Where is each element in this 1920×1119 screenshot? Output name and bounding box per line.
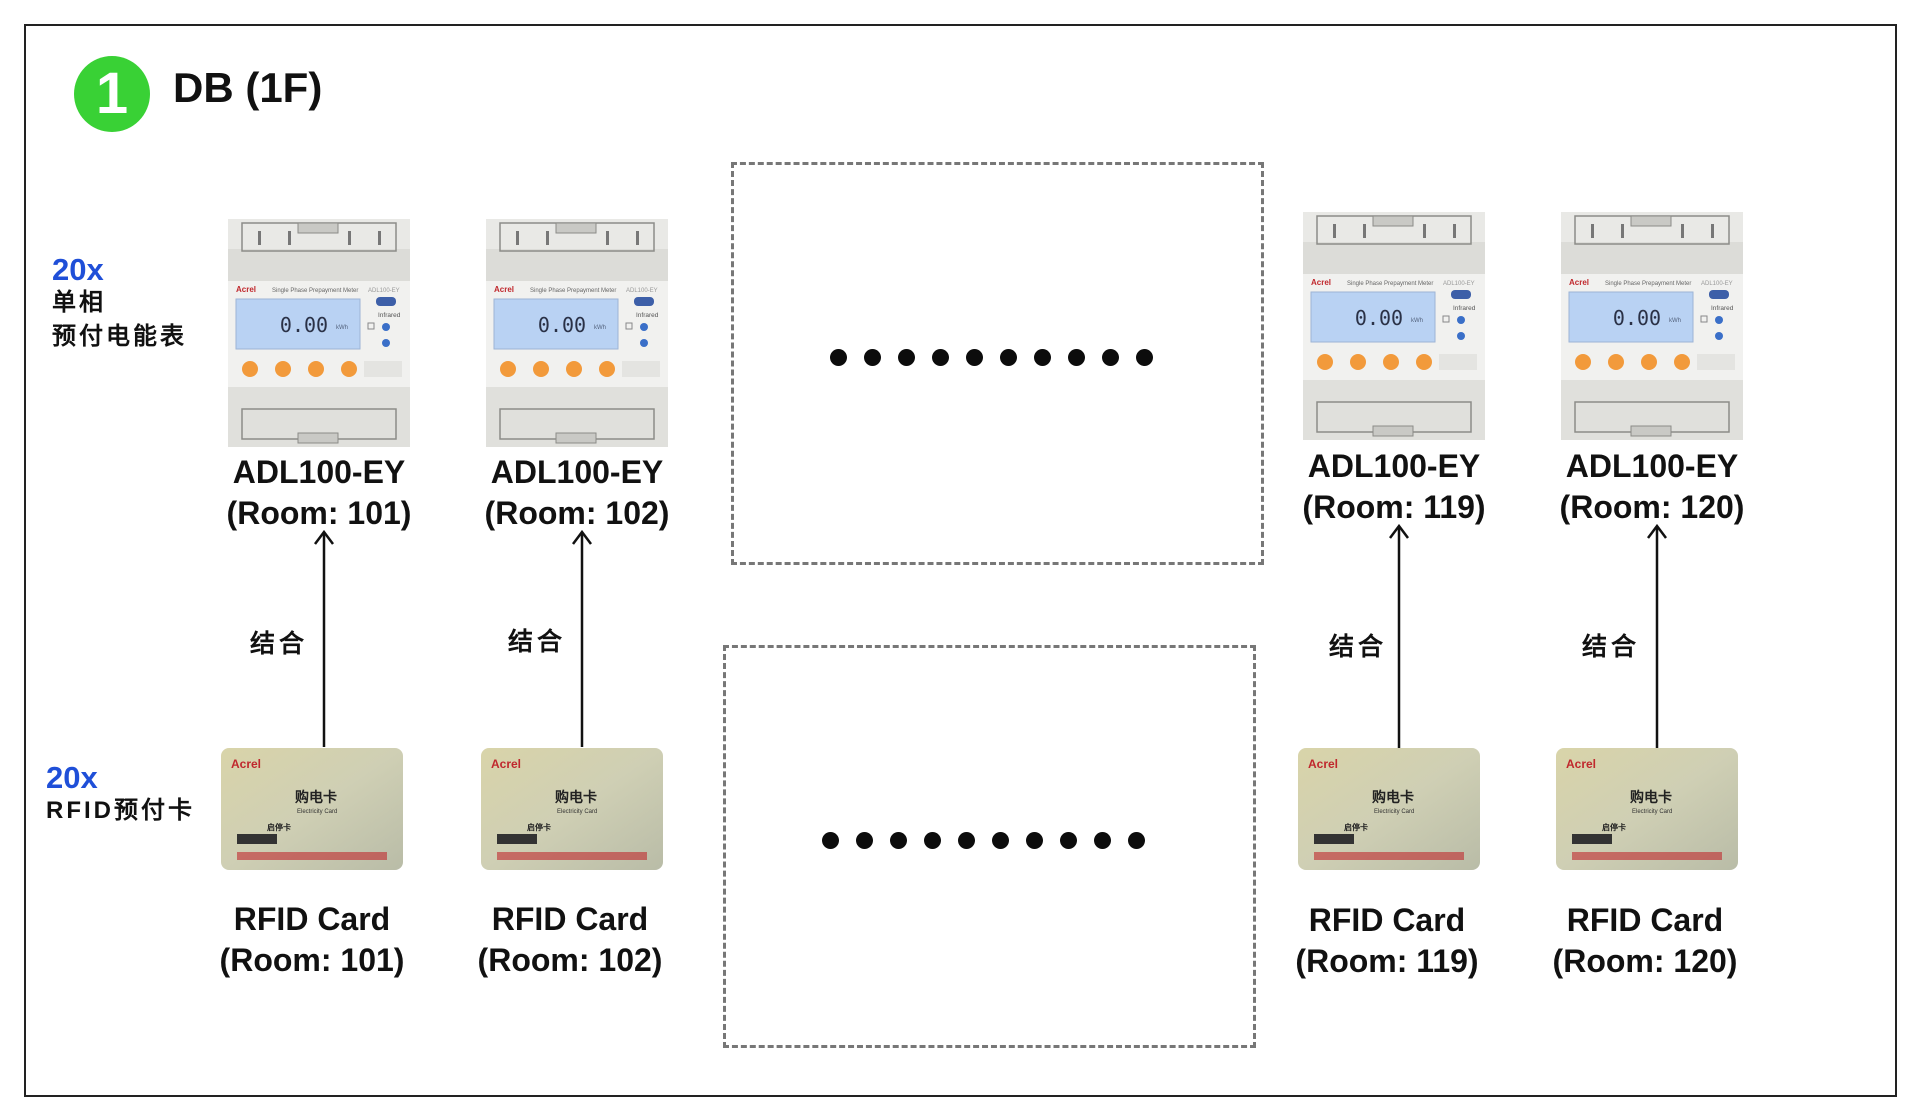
svg-text:Single Phase Prepayment Meter: Single Phase Prepayment Meter: [272, 288, 358, 294]
svg-text:0.00: 0.00: [280, 313, 328, 337]
card-room-label: (Room: 101): [219, 942, 405, 978]
arrow-up-icon: [1389, 524, 1409, 748]
svg-text:Acrel: Acrel: [1308, 757, 1338, 771]
svg-text:Infrared: Infrared: [636, 312, 659, 319]
svg-text:Acrel: Acrel: [494, 285, 514, 294]
meter-room-label: (Room: 101): [226, 495, 412, 531]
svg-text:启停卡: 启停卡: [1602, 822, 1626, 832]
meter-room-120: Acrel Single Phase Prepayment Meter ADL1…: [1561, 212, 1743, 440]
card-name-label: RFID Card: [233, 901, 391, 937]
card-name-label: RFID Card: [1308, 902, 1466, 938]
svg-text:购电卡: 购电卡: [295, 789, 337, 806]
connector-label: 结合: [250, 630, 309, 658]
svg-text:Single Phase Prepayment Meter: Single Phase Prepayment Meter: [1347, 281, 1433, 287]
rfid-card-room-102: Acrel 购电卡 Electricity Card 启停卡: [481, 748, 663, 870]
svg-text:Acrel: Acrel: [1311, 278, 1331, 287]
svg-text:Electricity Card: Electricity Card: [1632, 809, 1672, 815]
connector-label: 结合: [1329, 633, 1388, 661]
svg-text:Single Phase Prepayment Meter: Single Phase Prepayment Meter: [1605, 281, 1691, 287]
meter-model-label: ADL100-EY: [232, 454, 406, 490]
svg-text:Electricity Card: Electricity Card: [297, 809, 337, 815]
svg-text:Acrel: Acrel: [1569, 278, 1589, 287]
svg-text:Acrel: Acrel: [1566, 757, 1596, 771]
card-room-label: (Room: 120): [1552, 943, 1738, 979]
arrow-up-icon: [1647, 524, 1667, 748]
svg-text:Electricity Card: Electricity Card: [557, 809, 597, 815]
card-room-label: (Room: 119): [1295, 943, 1479, 979]
arrow-up-icon: [572, 530, 592, 747]
svg-text:kWh: kWh: [336, 325, 348, 331]
meters-type-line2: 预付电能表: [52, 323, 187, 350]
meter-illustration: Acrel Single Phase Prepayment Meter ADL1…: [1303, 212, 1485, 440]
cards-type-line1: RFID预付卡: [46, 797, 195, 824]
meters-type-line1: 单相: [52, 289, 106, 316]
card-illustration: Acrel 购电卡 Electricity Card 启停卡: [481, 748, 663, 870]
svg-text:Acrel: Acrel: [491, 757, 521, 771]
meter-model-label: ADL100-EY: [1565, 448, 1739, 484]
rfid-card-room-119: Acrel 购电卡 Electricity Card 启停卡: [1298, 748, 1480, 870]
ellipsis-dots: [830, 349, 1153, 366]
card-illustration: Acrel 购电卡 Electricity Card 启停卡: [1556, 748, 1738, 870]
connector-label: 结合: [508, 628, 567, 656]
step-badge: 1: [74, 56, 150, 132]
svg-text:kWh: kWh: [594, 325, 606, 331]
meter-model-label: ADL100-EY: [1307, 448, 1481, 484]
card-room-label: (Room: 102): [477, 942, 663, 978]
svg-text:0.00: 0.00: [1355, 306, 1403, 330]
svg-text:0.00: 0.00: [538, 313, 586, 337]
ellipsis-dots: [822, 832, 1145, 849]
diagram-frame: [24, 24, 1897, 1097]
rfid-card-room-101: Acrel 购电卡 Electricity Card 启停卡: [221, 748, 403, 870]
meter-illustration: Acrel Single Phase Prepayment Meter ADL1…: [486, 219, 668, 447]
svg-text:Infrared: Infrared: [378, 312, 401, 319]
meter-room-label: (Room: 119): [1302, 489, 1486, 525]
meter-room-label: (Room: 120): [1559, 489, 1745, 525]
svg-text:ADL100-EY: ADL100-EY: [1443, 281, 1475, 287]
svg-text:0.00: 0.00: [1613, 306, 1661, 330]
meter-room-101: Acrel Single Phase Prepayment Meter ADL1…: [228, 219, 410, 447]
svg-text:kWh: kWh: [1669, 318, 1681, 324]
svg-text:Single Phase Prepayment Meter: Single Phase Prepayment Meter: [530, 288, 616, 294]
svg-text:kWh: kWh: [1411, 318, 1423, 324]
ellipsis-box-meters: [731, 162, 1264, 565]
card-name-label: RFID Card: [1566, 902, 1724, 938]
cards-count: 20x: [46, 760, 98, 795]
rfid-card-room-120: Acrel 购电卡 Electricity Card 启停卡: [1556, 748, 1738, 870]
svg-text:ADL100-EY: ADL100-EY: [626, 288, 658, 294]
svg-text:Infrared: Infrared: [1711, 305, 1734, 312]
svg-text:Acrel: Acrel: [236, 285, 256, 294]
page-title: DB (1F): [173, 64, 323, 111]
arrow-up-icon: [314, 530, 334, 747]
meter-room-119: Acrel Single Phase Prepayment Meter ADL1…: [1303, 212, 1485, 440]
meter-model-label: ADL100-EY: [490, 454, 664, 490]
meters-count: 20x: [52, 252, 104, 287]
svg-text:启停卡: 启停卡: [267, 822, 291, 832]
card-name-label: RFID Card: [491, 901, 649, 937]
meter-illustration: Acrel Single Phase Prepayment Meter ADL1…: [1561, 212, 1743, 440]
meter-room-102: Acrel Single Phase Prepayment Meter ADL1…: [486, 219, 668, 447]
svg-text:Infrared: Infrared: [1453, 305, 1476, 312]
svg-text:购电卡: 购电卡: [1630, 789, 1672, 806]
card-illustration: Acrel 购电卡 Electricity Card 启停卡: [221, 748, 403, 870]
card-illustration: Acrel 购电卡 Electricity Card 启停卡: [1298, 748, 1480, 870]
connector-label: 结合: [1582, 633, 1641, 661]
svg-text:ADL100-EY: ADL100-EY: [368, 288, 400, 294]
svg-text:购电卡: 购电卡: [1372, 789, 1414, 806]
svg-text:购电卡: 购电卡: [555, 789, 597, 806]
ellipsis-box-cards: [723, 645, 1256, 1048]
svg-text:启停卡: 启停卡: [527, 822, 551, 832]
svg-text:ADL100-EY: ADL100-EY: [1701, 281, 1733, 287]
svg-text:启停卡: 启停卡: [1344, 822, 1368, 832]
svg-text:Acrel: Acrel: [231, 757, 261, 771]
meter-room-label: (Room: 102): [484, 495, 670, 531]
meter-illustration: Acrel Single Phase Prepayment Meter ADL1…: [228, 219, 410, 447]
svg-text:Electricity Card: Electricity Card: [1374, 809, 1414, 815]
